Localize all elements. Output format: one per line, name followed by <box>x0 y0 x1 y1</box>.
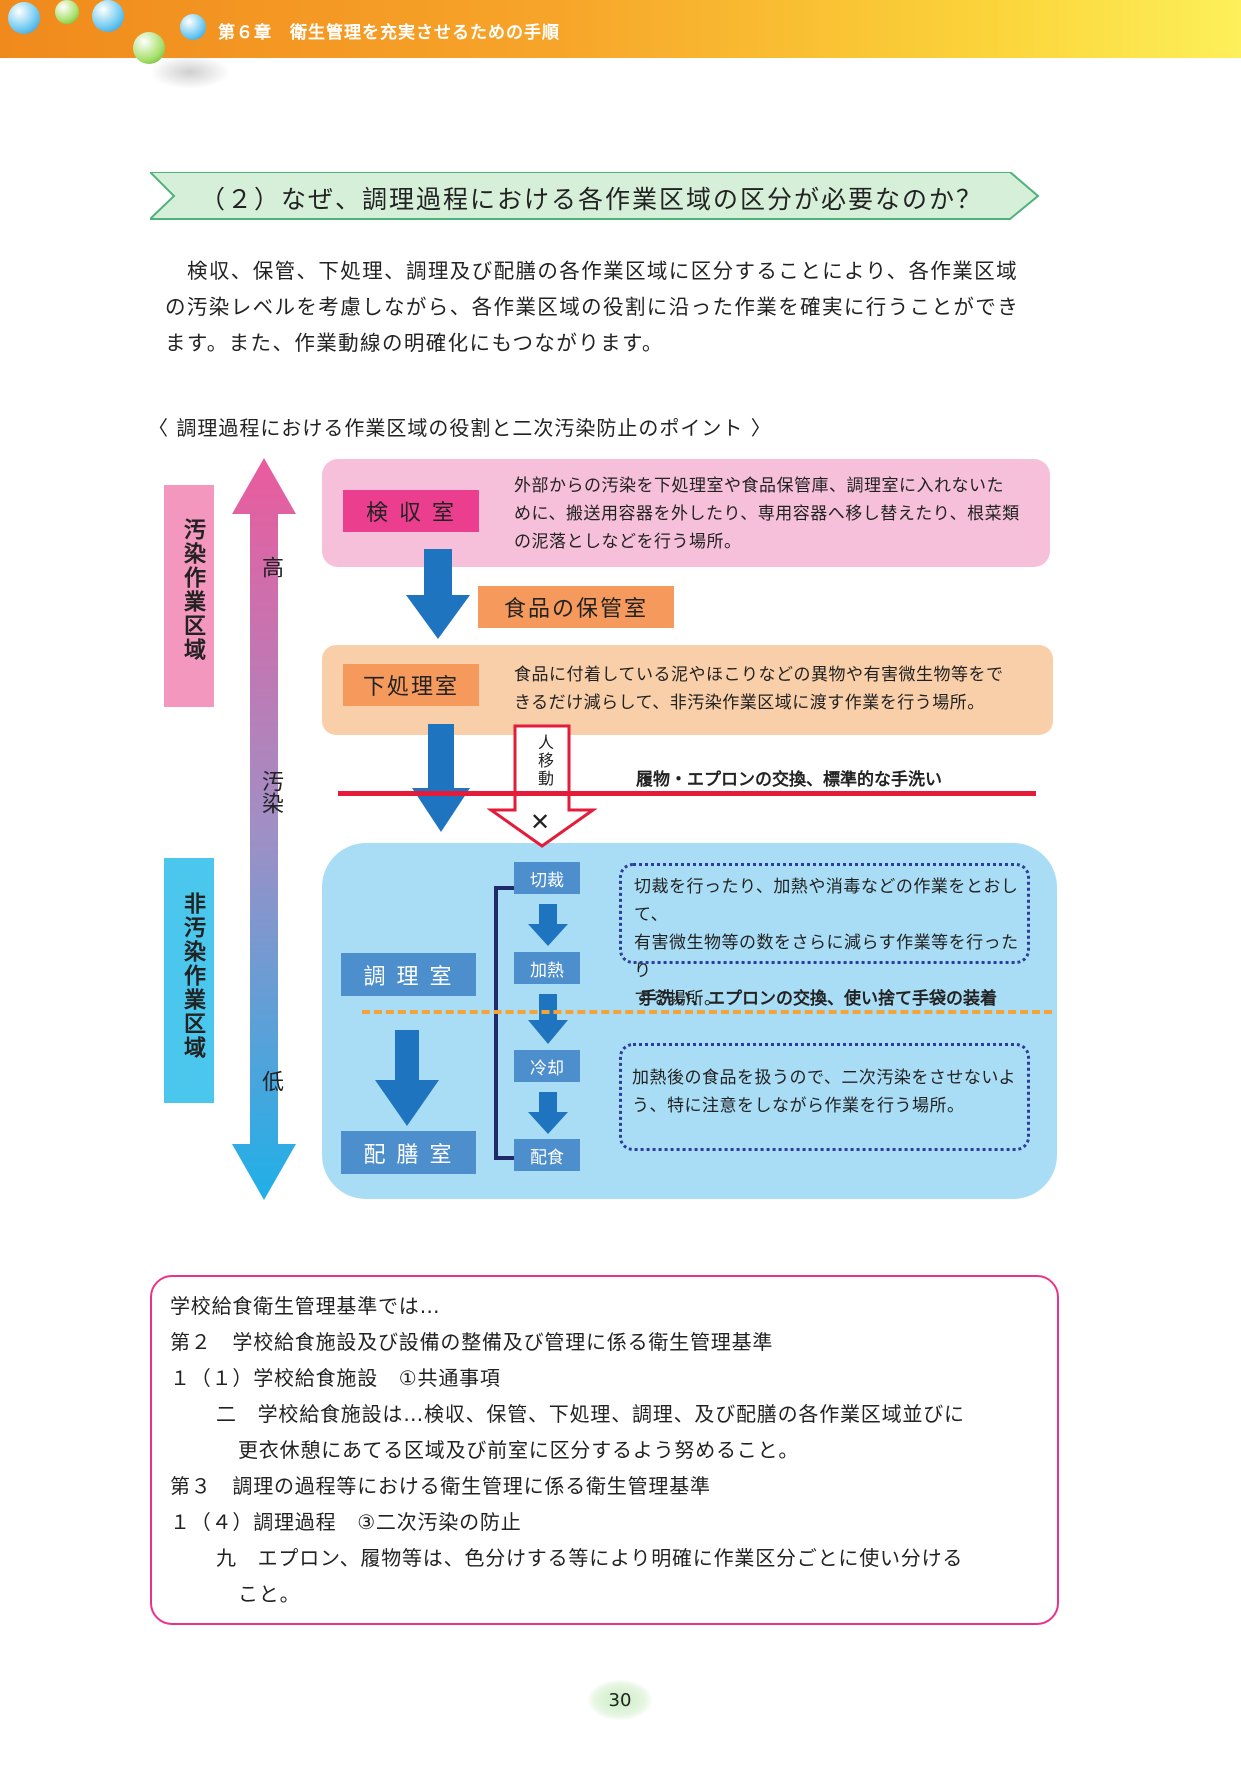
intro-line: の汚染レベルを考慮しながら、各作業区域の役割に沿った作業を確実に行うことができ <box>165 295 1020 319</box>
section-heading: （２）なぜ、調理過程における各作業区域の区分が必要なのか？ <box>200 185 984 214</box>
intro-line: 検収、保管、下処理、調理及び配膳の各作業区域に区分することにより、各作業区域 <box>187 259 1018 283</box>
step-arrow-1 <box>528 904 568 946</box>
prep-room-label: 下処理室 <box>343 664 479 706</box>
non-contaminated-zone-label: 非汚染作業区域 <box>180 892 205 1060</box>
desc-line: 外部からの汚染を下処理室や食品保管庫、調理室に入れないた <box>514 476 1004 496</box>
step-heating: 加熱 <box>514 952 580 984</box>
flow-arrow-down-3 <box>375 1030 439 1126</box>
standards-text: 学校給食衛生管理基準では… 第２ 学校給食施設及び設備の整備及び管理に係る衛生管… <box>170 1288 1050 1612</box>
step-cutting: 切裁 <box>514 862 580 894</box>
standards-line: １（４）調理過程 ③二次汚染の防止 <box>170 1510 522 1534</box>
receiving-room-description: 外部からの汚染を下処理室や食品保管庫、調理室に入れないた めに、搬送用容器を外し… <box>514 472 1044 556</box>
handwash-boundary-label: 手洗い、エプロンの交換、使い捨て手袋の装着 <box>640 989 997 1009</box>
desc-line: きるだけ減らして、非汚染作業区域に渡す作業を行う場所。 <box>514 693 985 713</box>
cooking-area-upper-box <box>619 863 1030 964</box>
storage-room-label: 食品の保管室 <box>478 586 674 628</box>
serving-room-label: 配 膳 室 <box>341 1131 476 1174</box>
process-bracket <box>494 886 518 1160</box>
desc-line: 切裁を行ったり、加熱や消毒などの作業をとおして、 <box>634 877 1019 925</box>
contaminated-zone-label-box <box>164 485 214 707</box>
desc-line: めに、搬送用容器を外したり、専用容器へ移し替えたり、根菜類 <box>514 504 1020 524</box>
standards-line: 学校給食衛生管理基準では… <box>170 1294 441 1318</box>
chapter-title: 第６章 衛生管理を充実させるための手順 <box>218 23 560 43</box>
decor-ball-green-2 <box>133 32 165 64</box>
desc-line: う、特に注意をしながら作業を行う場所。 <box>632 1096 965 1116</box>
scale-low-label: 低 <box>258 1070 283 1092</box>
scale-middle-label: 汚染 <box>258 770 283 814</box>
diagram-title: 〈 調理過程における作業区域の役割と二次汚染防止のポイント 〉 <box>148 416 772 440</box>
scale-high-label: 高 <box>258 556 283 578</box>
non-contaminated-zone-label-box <box>164 858 214 1103</box>
desc-line: 食品に付着している泥やほこりなどの異物や有害微生物等をで <box>514 665 1004 685</box>
cooking-area-upper-description: 切裁を行ったり、加熱や消毒などの作業をとおして、 有害微生物等の数をさらに減らす… <box>634 873 1029 1013</box>
desc-line: 加熱後の食品を扱うので、二次汚染をさせないよ <box>632 1068 1016 1088</box>
flow-arrow-down-1 <box>406 549 470 639</box>
standards-box <box>150 1275 1059 1625</box>
step-serving: 配食 <box>514 1139 580 1171</box>
intro-paragraph: 検収、保管、下処理、調理及び配膳の各作業区域に区分することにより、各作業区域 の… <box>165 253 1045 361</box>
section-heading-banner <box>150 172 1040 220</box>
decor-ball-blue-3 <box>180 14 206 40</box>
desc-line: 有害微生物等の数をさらに減らす作業等を行ったり <box>634 933 1019 981</box>
standards-line: 更衣休憩にあてる区域及び前室に区分するよう努めること。 <box>238 1438 800 1462</box>
standards-line: 第２ 学校給食施設及び設備の整備及び管理に係る衛生管理基準 <box>170 1330 774 1354</box>
people-move-arrow <box>487 724 597 848</box>
contamination-level-arrow <box>232 458 296 1200</box>
page-number: 30 <box>588 1680 652 1720</box>
contaminated-zone-label: 汚染作業区域 <box>180 518 205 662</box>
handwash-boundary-line <box>362 1010 1052 1014</box>
standards-line: 二 学校給食施設は…検収、保管、下処理、調理、及び配膳の各作業区域並びに <box>216 1402 965 1426</box>
cooking-room-label: 調 理 室 <box>341 953 476 996</box>
intro-line: ます。また、作業動線の明確化にもつながります。 <box>165 331 664 355</box>
cooking-area-lower-box <box>619 1043 1030 1151</box>
chapter-header-bar <box>0 0 1241 58</box>
desc-line: の泥落としなどを行う場所。 <box>514 532 742 552</box>
hygiene-boundary-line <box>338 791 1036 796</box>
hygiene-boundary-label: 履物・エプロンの交換、標準的な手洗い <box>636 770 942 790</box>
standards-line: こと。 <box>238 1582 301 1606</box>
step-cooling: 冷却 <box>514 1050 580 1082</box>
standards-line: １（１）学校給食施設 ①共通事項 <box>170 1366 501 1390</box>
prep-room-description: 食品に付着している泥やほこりなどの異物や有害微生物等をで きるだけ減らして、非汚… <box>514 661 1044 717</box>
cooking-area-lower-description: 加熱後の食品を扱うので、二次汚染をさせないよ う、特に注意をしながら作業を行う場… <box>632 1064 1027 1120</box>
receiving-room-label: 検 収 室 <box>343 490 479 532</box>
standards-line: 第３ 調理の過程等における衛生管理に係る衛生管理基準 <box>170 1474 711 1498</box>
decor-ball-green <box>55 0 79 24</box>
decor-ball-blue <box>8 2 40 34</box>
people-move-label: 人移動 <box>535 734 554 788</box>
step-arrow-3 <box>528 1092 568 1134</box>
no-cross-mark: ✕ <box>530 808 551 836</box>
decor-ball-blue-2 <box>92 0 124 32</box>
flow-arrow-down-2 <box>412 724 470 832</box>
step-arrow-2 <box>528 994 568 1044</box>
desc-line: する場所。 <box>634 989 722 1009</box>
standards-line: 九 エプロン、履物等は、色分けする等により明確に作業区分ごとに使い分ける <box>216 1546 964 1570</box>
decoration-shadow <box>150 55 230 89</box>
